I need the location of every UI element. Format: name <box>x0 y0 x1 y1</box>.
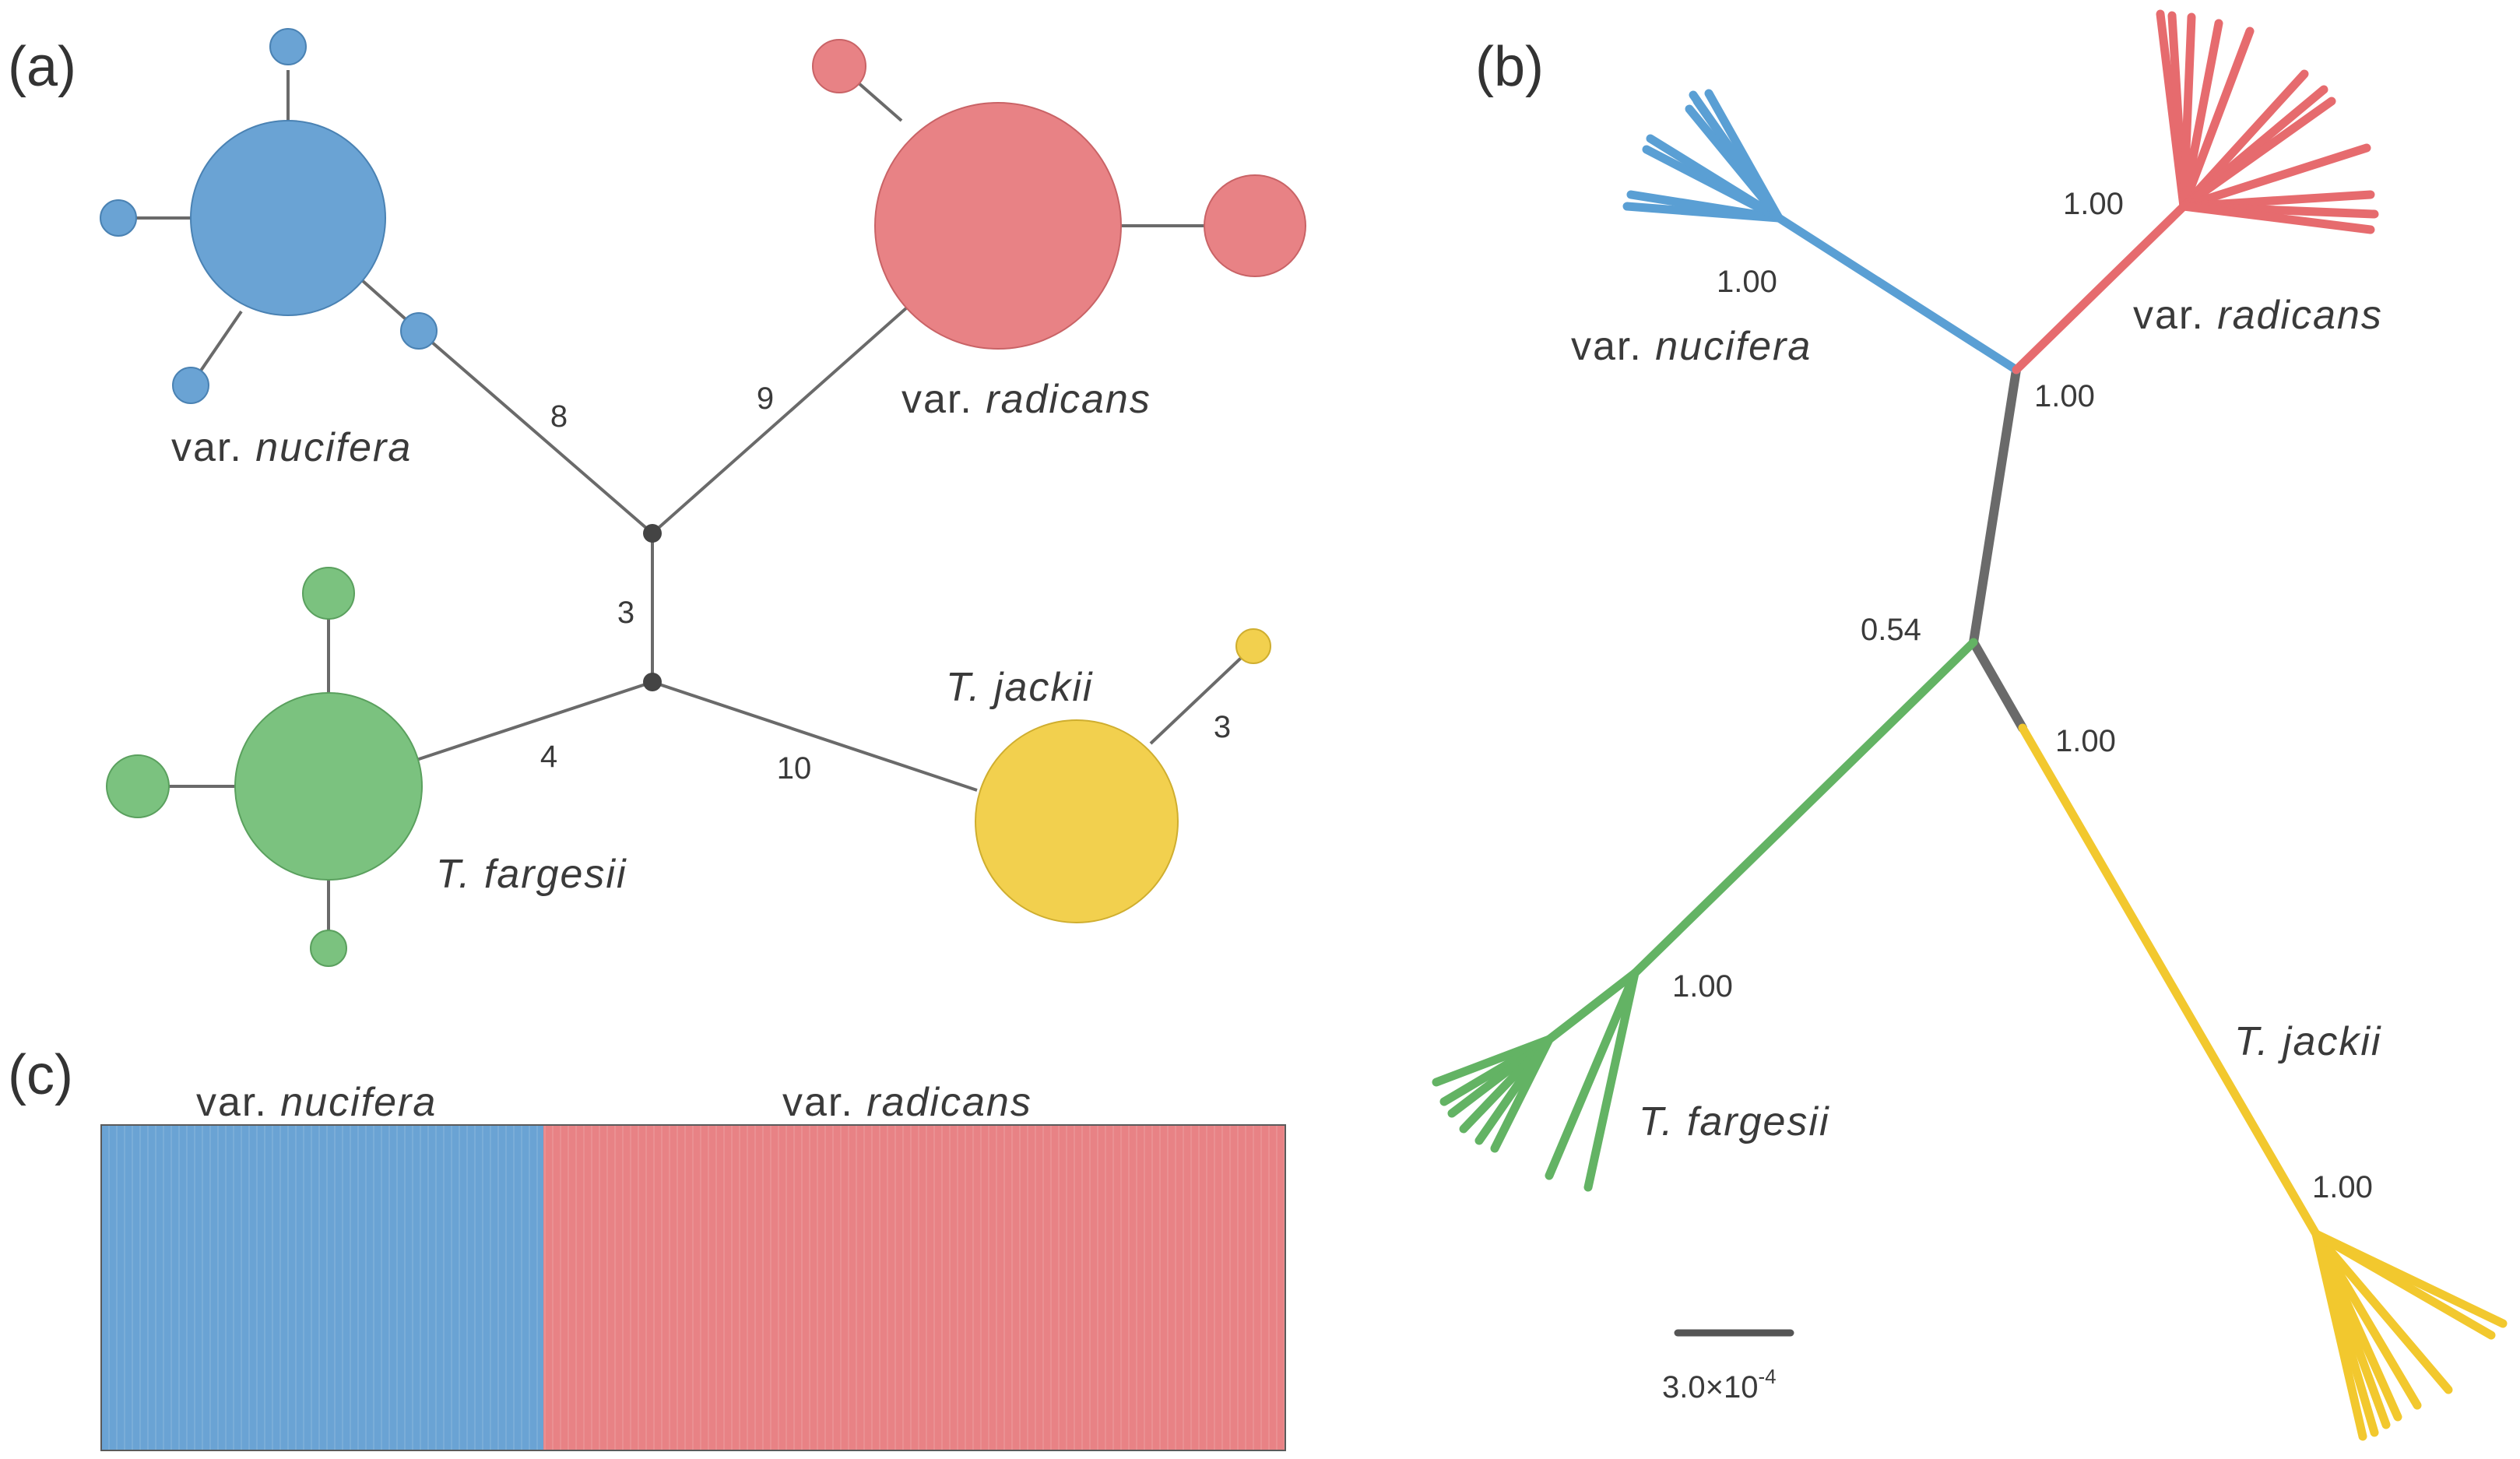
steps-jackii-minor: 3 <box>1214 710 1231 744</box>
structure-label-nucifera: var. nucifera <box>196 1080 437 1125</box>
nucifera-haplotypes <box>100 28 438 404</box>
edge-fargesii-node <box>416 680 653 761</box>
haplotype-jackii-main <box>975 719 1179 923</box>
steps-nucifera: 8 <box>550 399 568 434</box>
haplotype-fargesii-main <box>234 692 423 881</box>
tree-label-nucifera: var. nucifera <box>1571 324 1812 369</box>
structure-label-radicans: var. radicans <box>782 1080 1032 1125</box>
haplotype-radicans-2 <box>1204 174 1306 277</box>
steps-jackii: 10 <box>777 751 812 786</box>
tree-label-radicans: var. radicans <box>2133 293 2383 338</box>
support-basal-node: 0.54 <box>1861 613 1921 647</box>
support-jackii-crown: 1.00 <box>2312 1170 2373 1204</box>
median-vector-lower <box>643 673 662 691</box>
haplotype-nucifera-1 <box>269 28 307 65</box>
fargesii-haplotypes <box>106 567 423 967</box>
tree-clade-nucifera <box>1622 89 2021 374</box>
panel-label-b: (b) <box>1475 36 1544 98</box>
support-radicans: 1.00 <box>2063 187 2124 221</box>
support-fargesii: 1.00 <box>1672 969 1733 1004</box>
structure-block-radicans <box>543 1125 1285 1450</box>
median-vector-upper <box>643 524 662 543</box>
tree-label-fargesii: T. fargesii <box>1639 1099 1830 1144</box>
haplotype-radicans-main <box>874 102 1122 350</box>
tree-clade-fargesii <box>1432 638 1978 1192</box>
haplotype-radicans-1 <box>812 39 866 93</box>
jackii-haplotypes <box>975 628 1271 923</box>
edge-jackii-node <box>652 680 978 792</box>
tree-clade-jackii <box>2018 723 2508 1441</box>
tree-backbone <box>1969 365 2021 647</box>
panel-label-a: (a) <box>8 36 76 98</box>
network-label-jackii: T. jackii <box>946 665 1093 710</box>
steps-radicans: 9 <box>757 381 774 416</box>
edge-nucifera-node <box>417 329 654 535</box>
edge-radicans-node <box>651 306 909 535</box>
steps-node-node: 3 <box>617 596 634 630</box>
support-jackii-stem: 1.00 <box>2055 724 2116 758</box>
haplotype-nucifera-2 <box>100 199 137 237</box>
scale-bar-label: 3.0×10-4 <box>1662 1365 1777 1405</box>
structure-block-nucifera <box>101 1125 543 1450</box>
phylogenetic-tree: 1.00 1.00 1.00 0.54 1.00 1.00 1.00 var. … <box>1432 9 2508 1441</box>
haplotype-network: 8 9 3 4 10 3 var. nucifera var. radicans… <box>100 28 1306 967</box>
support-nucifera: 1.00 <box>1717 265 1777 299</box>
network-label-nucifera: var. nucifera <box>171 425 412 470</box>
structure-individual-bars <box>108 1125 1285 1450</box>
structure-plot: var. nucifera var. radicans <box>100 1080 1286 1451</box>
network-label-radicans: var. radicans <box>902 377 1151 422</box>
haplotype-fargesii-2 <box>106 754 170 818</box>
tree-label-jackii: T. jackii <box>2234 1019 2381 1064</box>
radicans-haplotypes <box>812 39 1306 350</box>
haplotype-nucifera-4 <box>400 312 438 350</box>
steps-fargesii: 4 <box>540 740 557 774</box>
structure-frame <box>100 1124 1286 1451</box>
haplotype-fargesii-1 <box>302 567 355 620</box>
haplotype-nucifera-main <box>190 120 386 316</box>
panel-label-c: (c) <box>8 1044 73 1106</box>
haplotype-jackii-1 <box>1235 628 1271 664</box>
haplotype-fargesii-3 <box>310 930 347 967</box>
tree-jackii-stem-grey <box>1969 638 2027 733</box>
support-upper-node: 1.00 <box>2034 379 2095 413</box>
network-label-fargesii: T. fargesii <box>436 852 627 897</box>
haplotype-nucifera-3 <box>172 367 209 404</box>
tree-clade-radicans <box>2012 9 2379 374</box>
edge-jackii-minor <box>1149 645 1255 745</box>
